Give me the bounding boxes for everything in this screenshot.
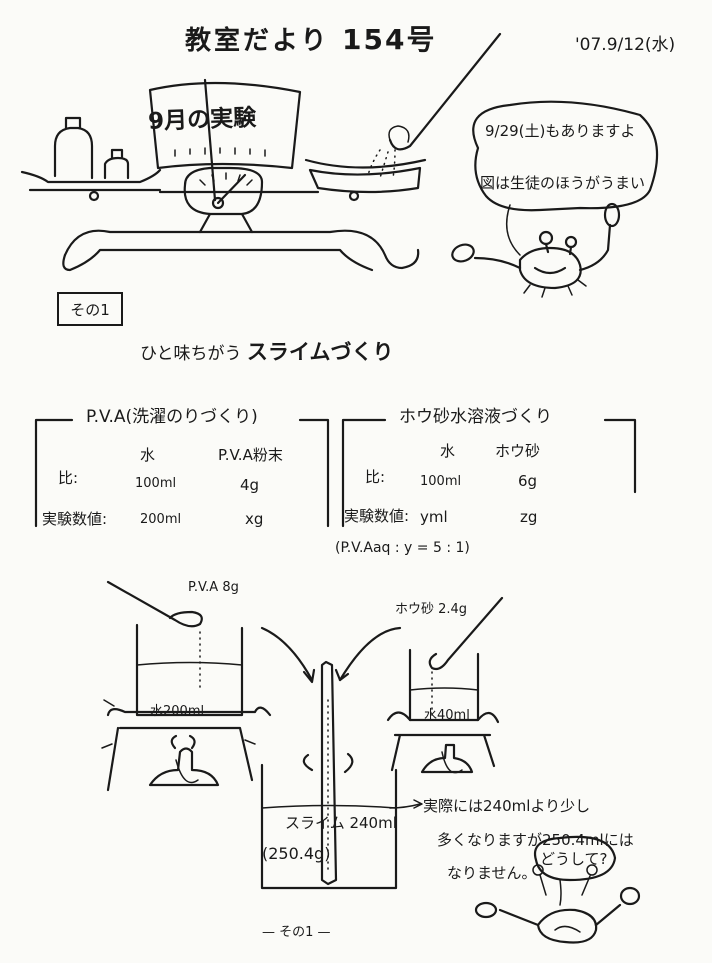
pva-exp-water: 200ml (140, 512, 182, 527)
water-40-label: 水40ml (424, 708, 470, 723)
borax-box-title: ホウ砂水溶液づくり (393, 402, 558, 427)
headline-main: スライムづくり (246, 340, 394, 364)
experiment-sign: 9月の実験 (147, 105, 257, 135)
question-bubble-text: どうして? (540, 850, 608, 868)
pva-ratio-water: 100ml (135, 476, 177, 491)
borax-col-water: 水 (440, 442, 456, 460)
explanation-line-3: なりません。 (447, 864, 537, 882)
borax-exp-borax: zg (520, 508, 538, 526)
water-200-label: 水200ml (150, 704, 205, 719)
borax-ratio-water: 100ml (420, 474, 462, 489)
explanation-line-2: 多くなりますが250.4mlには (437, 831, 634, 849)
section-headline: ひと味ちがう スライムづくり (140, 336, 394, 366)
pva-exp-label: 実験数値: (42, 510, 108, 528)
balance-scale-illustration (20, 32, 502, 272)
slime-weight-label: (250.4g) (262, 844, 331, 863)
slime-volume-label: スライム 240ml (285, 814, 397, 832)
headline-prefix: ひと味ちがう (140, 344, 242, 364)
issue-date: '07.9/12(水) (575, 35, 676, 55)
crab-mascot-with-speech (451, 100, 659, 298)
newsletter-title: 教室だより (185, 26, 330, 56)
borax-amount-label: ホウ砂 2.4g (395, 602, 468, 617)
pva-col-powder: P.V.A粉末 (218, 446, 283, 464)
explanation-line-1: 実際には240mlより少し (423, 797, 591, 815)
pva-col-water: 水 (140, 446, 156, 464)
pva-box-frame (34, 418, 330, 528)
borax-col-borax: ホウ砂 (495, 442, 541, 460)
pva-exp-powder: xg (245, 510, 264, 528)
pva-ratio-powder: 4g (240, 476, 260, 494)
borax-exp-water: yml (420, 508, 448, 526)
borax-ratio-label: 比: (365, 468, 386, 486)
experiment-illustration (101, 580, 641, 944)
pva-box-title: P.V.A(洗濯のりづくり) (80, 402, 264, 427)
speech-line-2: 図は生徒のほうがうまい (480, 174, 646, 192)
pva-amount-label: P.V.A 8g (188, 580, 239, 595)
ratio-note: (P.V.Aaq : y = 5 : 1) (335, 540, 470, 556)
speech-line-1: 9/29(土)もありますよ (485, 122, 636, 140)
pva-ratio-label: 比: (58, 469, 79, 487)
page-footer: — その1 — (262, 925, 331, 940)
borax-exp-label: 実験数値: (344, 507, 410, 525)
borax-ratio-borax: 6g (518, 472, 538, 490)
issue-number: 154号 (342, 23, 437, 56)
section-tag: その1 (57, 292, 123, 326)
borax-box-frame (341, 418, 637, 528)
